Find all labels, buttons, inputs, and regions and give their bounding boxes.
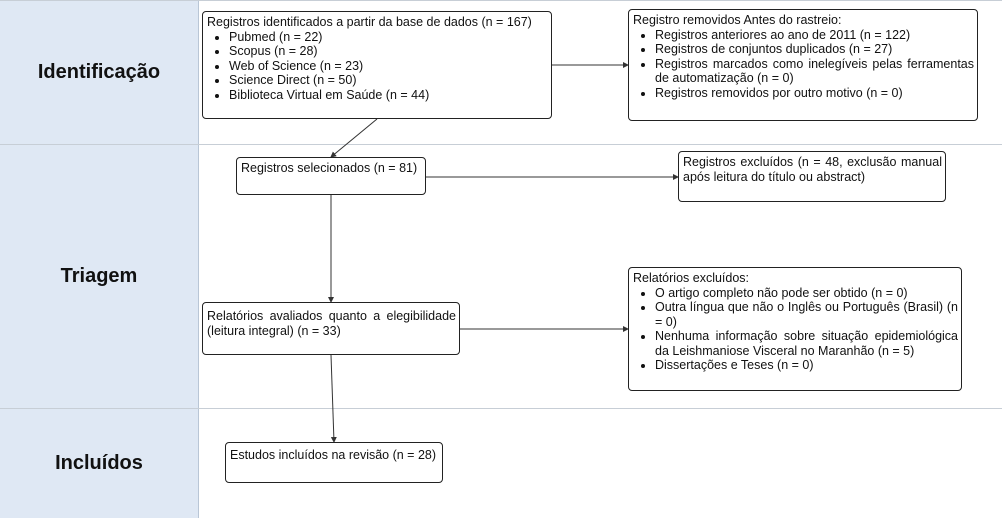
- box-removed: Registro removidos Antes do rastreio: Re…: [628, 9, 978, 121]
- box-selected-text: Registros selecionados (n = 81): [241, 161, 418, 175]
- section-identificacao: Identificação: [0, 0, 199, 144]
- box-identified-list: Pubmed (n = 22) Scopus (n = 28) Web of S…: [207, 30, 548, 103]
- list-item: Biblioteca Virtual em Saúde (n = 44): [229, 88, 548, 103]
- box-assessed-text: Relatórios avaliados quanto a elegibilid…: [207, 309, 456, 338]
- section-incluidos: Incluídos: [0, 409, 199, 518]
- list-item: Dissertações e Teses (n = 0): [655, 358, 958, 373]
- section-triagem: Triagem: [0, 145, 199, 408]
- box-excluded-records-text: Registros excluídos (n = 48, exclusão ma…: [683, 155, 942, 184]
- divider-2: [0, 408, 1002, 409]
- list-item: Registros removidos por outro motivo (n …: [655, 86, 974, 101]
- list-item: Web of Science (n = 23): [229, 59, 548, 74]
- list-item: Pubmed (n = 22): [229, 30, 548, 45]
- list-item: O artigo completo não pode ser obtido (n…: [655, 286, 958, 301]
- section-identificacao-label: Identificação: [37, 60, 161, 83]
- box-removed-title: Registro removidos Antes do rastreio:: [633, 13, 842, 27]
- box-excluded-reports: Relatórios excluídos: O artigo completo …: [628, 267, 962, 391]
- section-incluidos-label: Incluídos: [55, 452, 143, 474]
- box-assessed: Relatórios avaliados quanto a elegibilid…: [202, 302, 460, 355]
- box-excluded-reports-title: Relatórios excluídos:: [633, 271, 750, 285]
- box-selected: Registros selecionados (n = 81): [236, 157, 426, 195]
- box-included: Estudos incluídos na revisão (n = 28): [225, 442, 443, 483]
- arrow-assessed-to-included: [330, 354, 337, 443]
- box-identified: Registros identificados a partir da base…: [202, 11, 552, 119]
- list-item: Nenhuma informação sobre situação epidem…: [655, 329, 958, 358]
- box-removed-list: Registros anteriores ao ano de 2011 (n =…: [633, 28, 974, 101]
- arrow-identified-to-selected: [330, 118, 378, 158]
- list-item: Science Direct (n = 50): [229, 73, 548, 88]
- list-item: Registros anteriores ao ano de 2011 (n =…: [655, 28, 974, 43]
- divider-top: [0, 0, 1002, 1]
- box-excluded-reports-list: O artigo completo não pode ser obtido (n…: [633, 286, 958, 373]
- list-item: Outra língua que não o Inglês ou Portugu…: [655, 300, 958, 329]
- box-excluded-records: Registros excluídos (n = 48, exclusão ma…: [678, 151, 946, 202]
- box-included-text: Estudos incluídos na revisão (n = 28): [230, 448, 437, 462]
- box-identified-title: Registros identificados a partir da base…: [207, 15, 532, 29]
- list-item: Registros marcados como inelegíveis pela…: [655, 57, 974, 86]
- list-item: Scopus (n = 28): [229, 44, 548, 59]
- list-item: Registros de conjuntos duplicados (n = 2…: [655, 42, 974, 57]
- section-triagem-label: Triagem: [60, 265, 138, 287]
- divider-1: [0, 144, 1002, 145]
